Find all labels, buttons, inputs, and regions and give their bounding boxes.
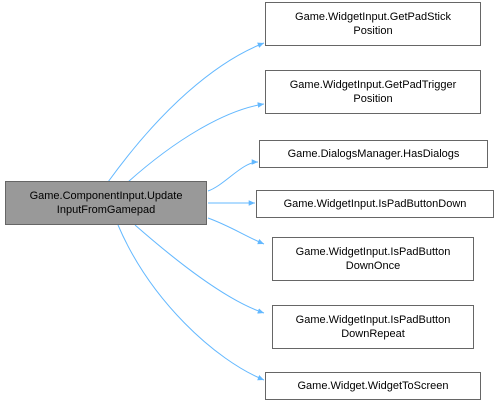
edge-to-get-pad-trigger-position (127, 102, 265, 183)
target-node-line-2: Position (353, 93, 393, 105)
target-node-line-1: Game.Widget.WidgetToScreen (297, 380, 449, 392)
edge-to-is-pad-button-down-once (207, 217, 265, 245)
target-node-line-2: Position (353, 25, 393, 37)
edge-to-get-pad-stick-position (107, 42, 265, 183)
edge-to-is-pad-button-down-repeat (134, 224, 265, 314)
source-node-line-1: Game.ComponentInput.Update (29, 190, 183, 202)
target-node-line-2: DownOnce (345, 260, 401, 272)
target-node-is-pad-button-down-repeat[interactable]: Game.WidgetInput.IsPadButton DownRepeat (272, 305, 474, 349)
target-node-get-pad-stick-position[interactable]: Game.WidgetInput.GetPadStick Position (265, 2, 481, 46)
target-node-line-1: Game.DialogsManager.HasDialogs (287, 148, 460, 160)
target-node-is-pad-button-down[interactable]: Game.WidgetInput.IsPadButtonDown (256, 190, 494, 218)
target-node-line-1: Game.WidgetInput.IsPadButton (295, 246, 451, 258)
edge-to-widget-to-screen (117, 224, 265, 381)
edge-to-has-dialogs (207, 159, 259, 192)
target-node-line-1: Game.WidgetInput.IsPadButtonDown (283, 198, 467, 210)
target-node-has-dialogs[interactable]: Game.DialogsManager.HasDialogs (259, 140, 488, 168)
target-node-line-1: Game.WidgetInput.GetPadStick (295, 11, 451, 23)
source-node-line-2: InputFromGamepad (56, 204, 156, 216)
source-node[interactable]: Game.ComponentInput.Update InputFromGame… (5, 181, 207, 225)
target-node-line-1: Game.WidgetInput.GetPadTrigger (289, 79, 457, 91)
target-node-get-pad-trigger-position[interactable]: Game.WidgetInput.GetPadTrigger Position (265, 70, 481, 114)
target-node-line-2: DownRepeat (341, 328, 405, 340)
target-node-widget-to-screen[interactable]: Game.Widget.WidgetToScreen (265, 372, 481, 400)
target-node-is-pad-button-down-once[interactable]: Game.WidgetInput.IsPadButton DownOnce (272, 237, 474, 281)
target-node-line-1: Game.WidgetInput.IsPadButton (295, 314, 451, 326)
